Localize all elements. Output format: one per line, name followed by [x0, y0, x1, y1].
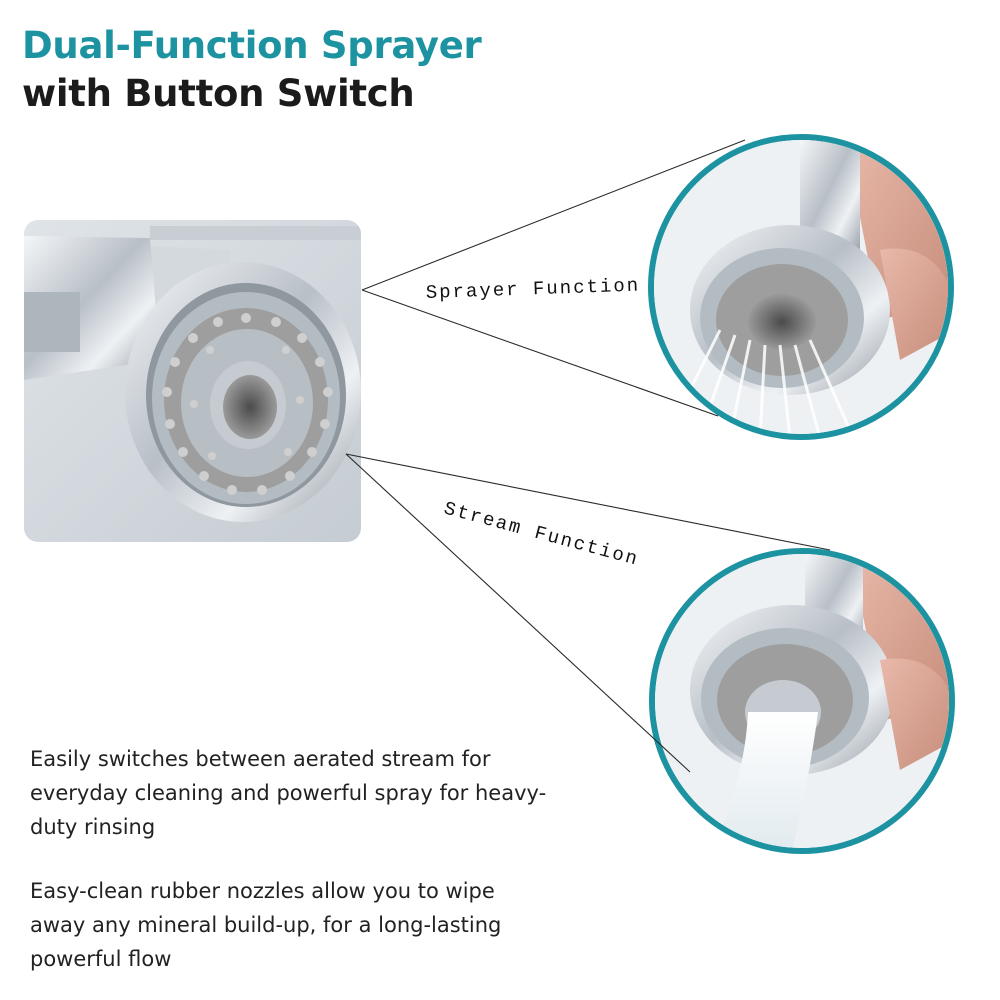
description-paragraph-2: Easy-clean rubber nozzles allow you to w… — [30, 879, 502, 971]
stream-function-inset — [649, 548, 955, 854]
stream-leader-bottom — [345, 453, 691, 773]
sprayer-function-inset — [648, 134, 954, 440]
headline-line-1: Dual-Function Sprayer — [22, 24, 482, 67]
description-paragraph-1: Easily switches between aerated stream f… — [30, 747, 547, 839]
headline-line-2: with Button Switch — [22, 72, 415, 115]
stream-function-label: Stream Function — [441, 498, 641, 571]
stream-leader-top — [345, 453, 831, 551]
sprayer-function-label: Sprayer Function — [425, 275, 640, 304]
sprayer-leader-top — [361, 139, 746, 291]
sprayer-leader-bottom — [361, 289, 719, 417]
main-sprayer-photo — [24, 220, 361, 542]
callout-leader-lines — [345, 139, 831, 773]
headline: Dual-Function Sprayer with Button Switch — [22, 22, 482, 118]
